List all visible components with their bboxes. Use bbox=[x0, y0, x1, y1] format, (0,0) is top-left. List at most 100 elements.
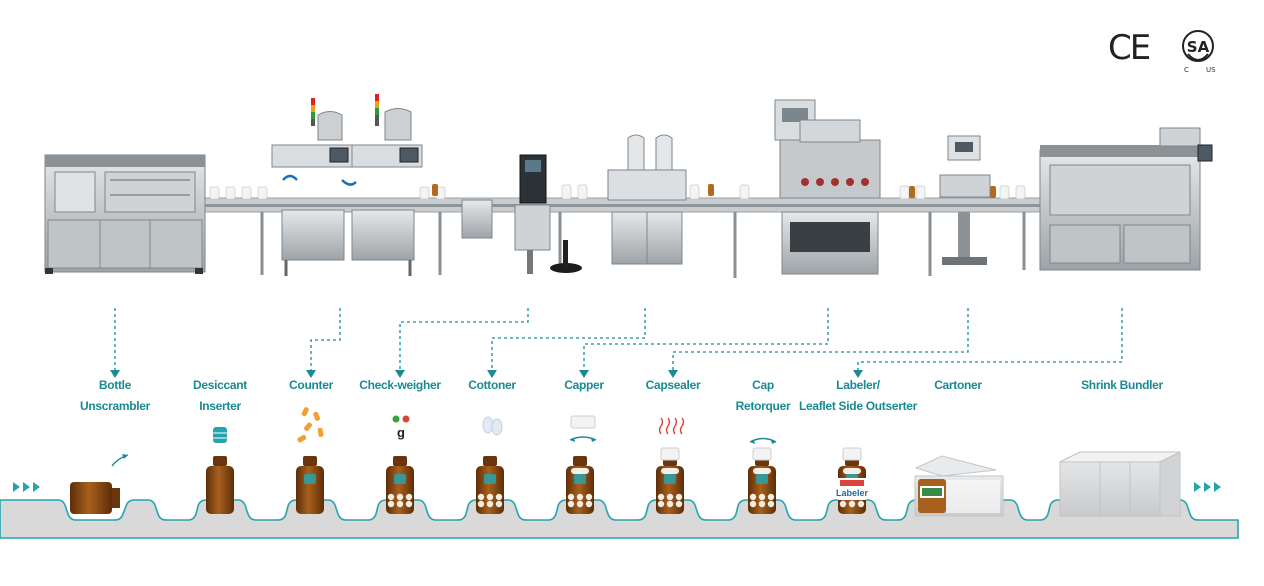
stage-label-bundler: Shrink Bundler bbox=[1081, 375, 1163, 396]
ce-mark: CE bbox=[1108, 28, 1151, 68]
bottle-cap bbox=[660, 447, 680, 461]
bottle bbox=[296, 456, 324, 514]
machine-capper bbox=[774, 99, 881, 275]
pill bbox=[396, 493, 404, 501]
lying-bottle bbox=[70, 454, 129, 514]
stage-label-line: Desiccant bbox=[193, 378, 247, 392]
stage-label-line: Bottle bbox=[98, 378, 132, 392]
stage-label-capper: Capper bbox=[564, 375, 604, 396]
bottle-cap bbox=[842, 447, 862, 461]
bottle-label-text: Labeler bbox=[836, 488, 869, 498]
stage-label-line: Capsealer bbox=[645, 378, 701, 392]
cotton-icon bbox=[482, 416, 503, 436]
desiccant-canister bbox=[574, 474, 586, 484]
pill bbox=[495, 493, 503, 501]
pill bbox=[767, 500, 775, 508]
stage-label-line: Leaflet Side Outserter bbox=[798, 399, 918, 413]
pill bbox=[585, 500, 593, 508]
shrink-bundle bbox=[1059, 451, 1181, 517]
stage-label-capsealer: Capsealer bbox=[646, 375, 701, 396]
carton bbox=[914, 455, 1004, 517]
machine-bundler bbox=[1039, 127, 1213, 271]
bottle-cap bbox=[752, 447, 772, 461]
pills-icon bbox=[297, 407, 324, 443]
stage-label-line: Shrink Bundler bbox=[1081, 378, 1163, 392]
stage-label-line: Inserter bbox=[199, 399, 241, 413]
pill bbox=[405, 493, 413, 501]
machine-conveyor-edge bbox=[180, 204, 1050, 207]
pill bbox=[387, 500, 395, 508]
pill bbox=[585, 493, 593, 501]
process-bottles: Labeler bbox=[206, 447, 869, 514]
csa-country-c: C bbox=[1184, 66, 1189, 74]
retorque-icon bbox=[749, 437, 777, 444]
machine-legs bbox=[260, 212, 1026, 278]
connector-lines bbox=[114, 308, 1123, 372]
machine-labeler bbox=[939, 135, 991, 265]
pill bbox=[396, 500, 404, 508]
flow-end-arrows-icon bbox=[1194, 482, 1221, 492]
stage-label-line: Unscrambler bbox=[79, 399, 151, 413]
connector-arrowheads bbox=[110, 370, 863, 378]
pill bbox=[666, 500, 674, 508]
stage-label-line: Cartoner bbox=[934, 378, 982, 392]
stage-label-line: Labeler/ bbox=[836, 378, 880, 392]
machine-unscrambler bbox=[44, 154, 206, 274]
desiccant-canister bbox=[484, 474, 496, 484]
pill bbox=[567, 493, 575, 501]
cotton-wad bbox=[571, 468, 589, 474]
bottle bbox=[656, 447, 684, 514]
pill bbox=[486, 500, 494, 508]
pill bbox=[675, 493, 683, 501]
flow-start-arrows-icon bbox=[13, 482, 40, 492]
cotton-wad bbox=[843, 468, 861, 474]
stage-label-labeler: Labeler/Leaflet Side Outserter bbox=[799, 375, 917, 417]
stage-label-counter: Counter bbox=[289, 375, 333, 396]
pill bbox=[848, 500, 856, 508]
pill bbox=[576, 493, 584, 501]
stage-label-line: Counter bbox=[289, 378, 333, 392]
desiccant-icon bbox=[213, 427, 227, 443]
stage-label-line: Retorquer bbox=[735, 399, 791, 413]
pill bbox=[758, 500, 766, 508]
pill bbox=[477, 493, 485, 501]
cotton-wad bbox=[753, 468, 771, 474]
pill bbox=[387, 493, 395, 501]
stage-label-line: Check-weigher bbox=[359, 378, 441, 392]
bottle bbox=[748, 447, 776, 514]
conveyor-bottles bbox=[209, 184, 1026, 200]
pill bbox=[405, 500, 413, 508]
pill bbox=[495, 500, 503, 508]
pill bbox=[567, 500, 575, 508]
machine-checkweigher bbox=[461, 154, 582, 274]
cap-icon bbox=[569, 415, 597, 442]
desiccant-canister bbox=[394, 474, 406, 484]
csa-country-us: US bbox=[1206, 66, 1216, 74]
pill bbox=[839, 500, 847, 508]
desiccant-canister bbox=[756, 474, 768, 484]
pill bbox=[675, 500, 683, 508]
stage-label-line: Cottoner bbox=[468, 378, 516, 392]
pill bbox=[666, 493, 674, 501]
bottle bbox=[386, 456, 414, 514]
pill bbox=[576, 500, 584, 508]
bottle bbox=[566, 456, 594, 514]
desiccant-canister bbox=[304, 474, 316, 484]
weight-icon: g bbox=[392, 415, 410, 440]
pill bbox=[749, 500, 757, 508]
pill bbox=[767, 493, 775, 501]
csa-mark-letters: SA bbox=[1187, 38, 1210, 56]
stage-label-checkweigher: Check-weigher bbox=[359, 375, 441, 396]
cotton-wad bbox=[661, 468, 679, 474]
bottle bbox=[206, 456, 234, 514]
pill bbox=[749, 493, 757, 501]
stage-label-line: Cap bbox=[752, 378, 774, 392]
bottle-label-band bbox=[840, 480, 864, 486]
stage-label-line: Capper bbox=[564, 378, 604, 392]
ground-conveyor bbox=[0, 499, 1239, 539]
